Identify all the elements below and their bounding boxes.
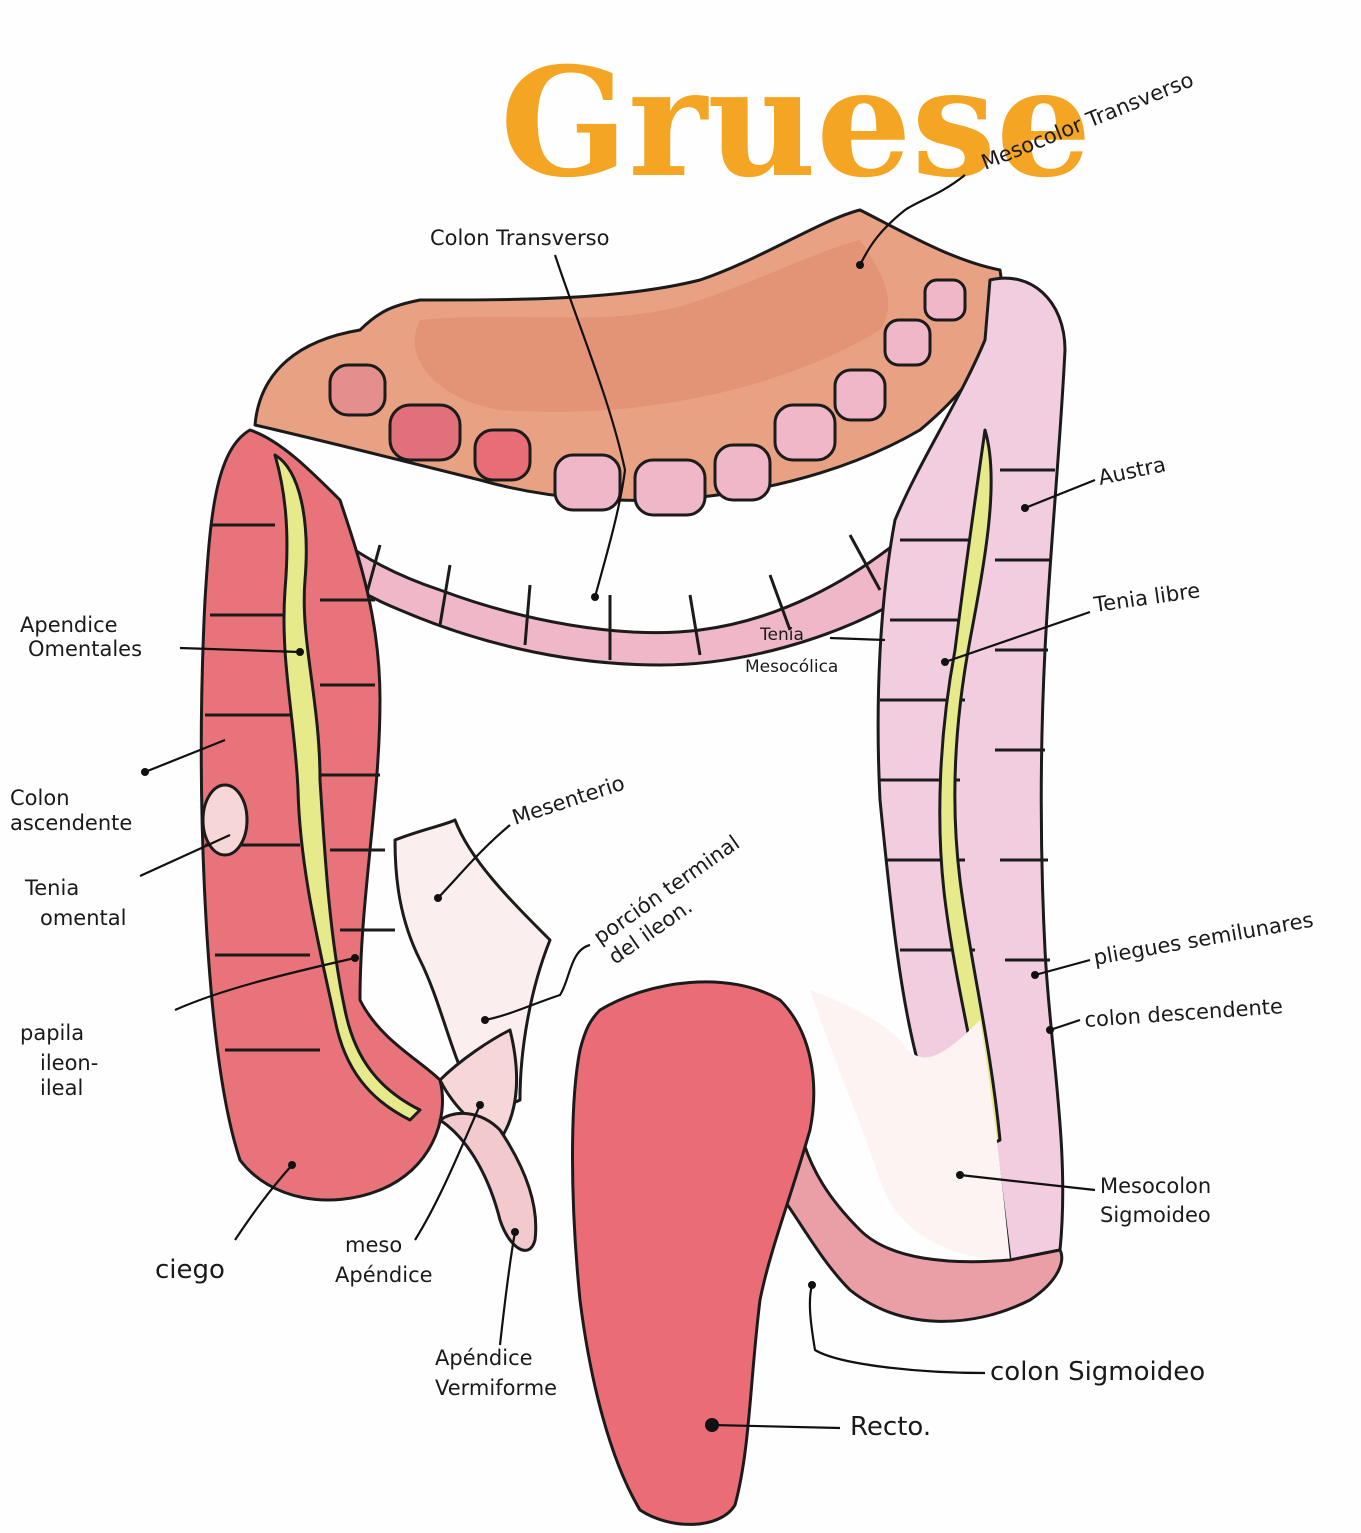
label-papila-1: papila <box>20 1021 84 1045</box>
appendix <box>440 1113 536 1250</box>
label-tenia-mesocolica-1: Tenia <box>759 625 804 645</box>
label-mesocolon-sigmoideo-2: Sigmoideo <box>1100 1203 1211 1227</box>
label-colon-descendente: colon descendente <box>1084 994 1284 1032</box>
label-tenia-omental-2: omental <box>40 906 126 930</box>
label-apendice-omentales-2: Omentales <box>28 637 142 661</box>
label-colon-ascendente-1: Colon <box>10 786 70 810</box>
label-tenia-libre: Tenia libre <box>1091 578 1201 617</box>
label-apendice-vermiforme-1: Apéndice <box>435 1346 533 1370</box>
label-ciego: ciego <box>155 1255 225 1285</box>
label-papila-2: ileon- <box>40 1051 98 1075</box>
label-mesenterio: Mesenterio <box>509 771 627 830</box>
label-mesocolon-sigmoideo-1: Mesocolon <box>1100 1174 1211 1198</box>
label-apendice-omentales-1: Apendice <box>20 613 118 637</box>
rectum <box>573 982 814 1525</box>
label-austra: Austra <box>1096 452 1168 490</box>
label-tenia-omental-1: Tenia <box>24 876 79 900</box>
label-apendice-vermiforme-2: Vermiforme <box>435 1376 557 1400</box>
label-papila-3: ileal <box>40 1076 83 1100</box>
label-colon-ascendente-2: ascendente <box>10 811 132 835</box>
label-tenia-mesocolica-2: Mesocólica <box>745 657 838 677</box>
label-colon-sigmoideo: colon Sigmoideo <box>990 1357 1205 1387</box>
label-recto: Recto. <box>850 1412 931 1442</box>
label-meso-apendice-1: meso <box>345 1233 402 1257</box>
label-pliegues-semilunares: pliegues semilunares <box>1092 908 1315 970</box>
title: Gruese <box>500 35 1092 211</box>
label-colon-transverso: Colon Transverso <box>430 226 609 250</box>
label-meso-apendice-2: Apéndice <box>335 1263 433 1287</box>
